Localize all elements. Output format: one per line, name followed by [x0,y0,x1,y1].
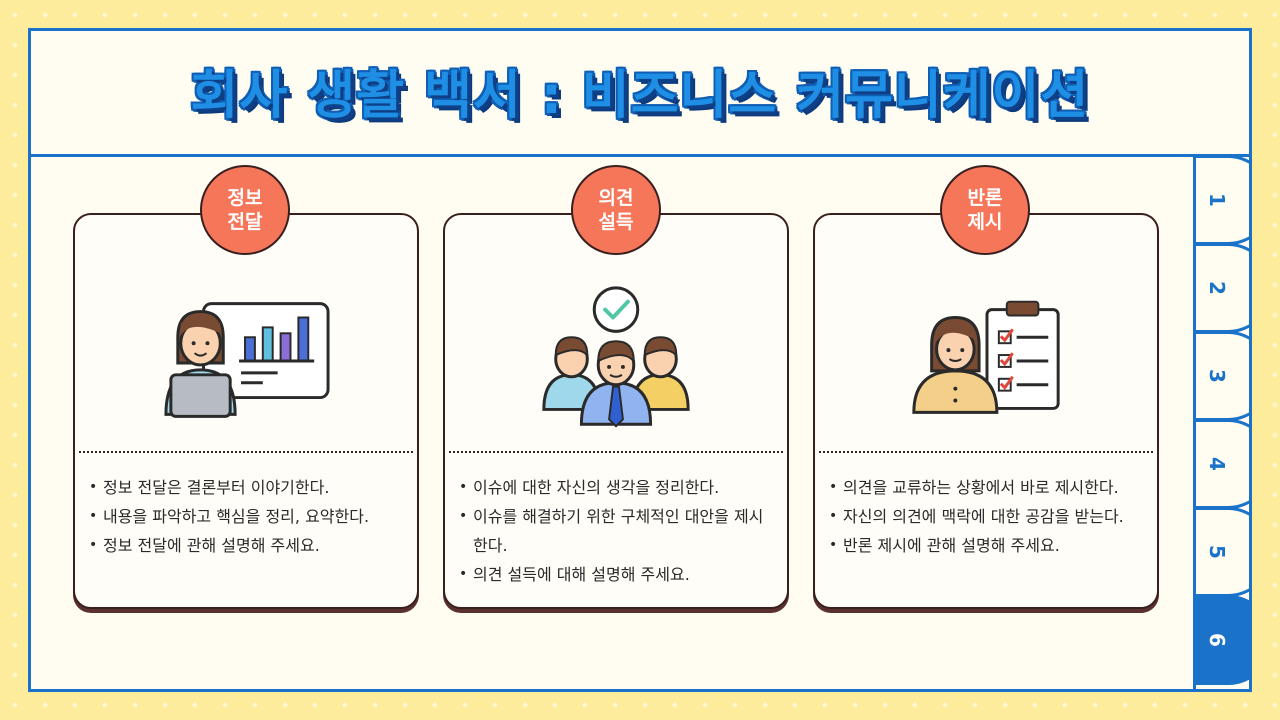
bullet-list: 정보 전달은 결론부터 이야기한다. 내용을 파악하고 핵심을 정리, 요약한다… [89,473,407,560]
tab-4-label: 4 [1204,457,1229,471]
header: 회사 생활 백서 : 비즈니스 커뮤니케이션 [31,31,1249,157]
list-item: 자신의 의견에 맥락에 대한 공감을 받는다. [829,502,1147,531]
card-badge: 의견 설득 [571,165,661,255]
card-badge: 정보 전달 [200,165,290,255]
badge-line-1: 정보 [227,187,263,209]
list-item: 정보 전달은 결론부터 이야기한다. [89,473,407,502]
list-item: 이슈에 대한 자신의 생각을 정리한다. [459,473,777,502]
bullet-list: 이슈에 대한 자신의 생각을 정리한다. 이슈를 해결하기 위한 구체적인 대안… [459,473,777,589]
list-item: 의견 설득에 대해 설명해 주세요. [459,560,777,589]
team-with-checkmark-icon [542,286,690,428]
tab-5[interactable]: 5 [1193,507,1249,597]
card-counterargument: 의견을 교류하는 상황에서 바로 제시한다. 자신의 의견에 맥락에 대한 공감… [813,213,1159,609]
presenter-with-chart-icon [164,302,330,418]
card-divider [819,451,1153,453]
list-item: 내용을 파악하고 핵심을 정리, 요약한다. [89,502,407,531]
tab-1-label: 1 [1204,193,1229,207]
tab-1[interactable]: 1 [1193,155,1249,245]
tab-2[interactable]: 2 [1193,243,1249,333]
badge-line-2: 설득 [598,211,634,233]
badge-line-2: 전달 [227,211,263,233]
tab-strip-border [1193,155,1196,689]
page-title: 회사 생활 백서 : 비즈니스 커뮤니케이션 [190,66,1090,126]
list-item: 이슈를 해결하기 위한 구체적인 대안을 제시한다. [459,502,777,560]
tab-3-label: 3 [1204,369,1229,383]
badge-line-1: 반론 [967,187,1003,209]
tab-6-label: 6 [1204,633,1229,647]
card-divider [449,451,783,453]
bullet-list: 의견을 교류하는 상황에서 바로 제시한다. 자신의 의견에 맥락에 대한 공감… [829,473,1147,560]
card-info-delivery: 정보 전달은 결론부터 이야기한다. 내용을 파악하고 핵심을 정리, 요약한다… [73,213,419,609]
list-item: 의견을 교류하는 상황에서 바로 제시한다. [829,473,1147,502]
tab-strip: 1 2 3 4 5 6 [1193,155,1249,689]
tab-2-label: 2 [1204,281,1229,295]
card-divider [79,451,413,453]
badge-line-1: 의견 [598,187,634,209]
badge-line-2: 제시 [967,211,1003,233]
tab-6[interactable]: 6 [1193,595,1249,685]
tab-5-label: 5 [1204,545,1229,559]
person-with-checklist-icon [912,300,1060,414]
tab-3[interactable]: 3 [1193,331,1249,421]
list-item: 반론 제시에 관해 설명해 주세요. [829,531,1147,560]
list-item: 정보 전달에 관해 설명해 주세요. [89,531,407,560]
card-opinion-persuasion: 이슈에 대한 자신의 생각을 정리한다. 이슈를 해결하기 위한 구체적인 대안… [443,213,789,609]
card-badge: 반론 제시 [940,165,1030,255]
tab-4[interactable]: 4 [1193,419,1249,509]
